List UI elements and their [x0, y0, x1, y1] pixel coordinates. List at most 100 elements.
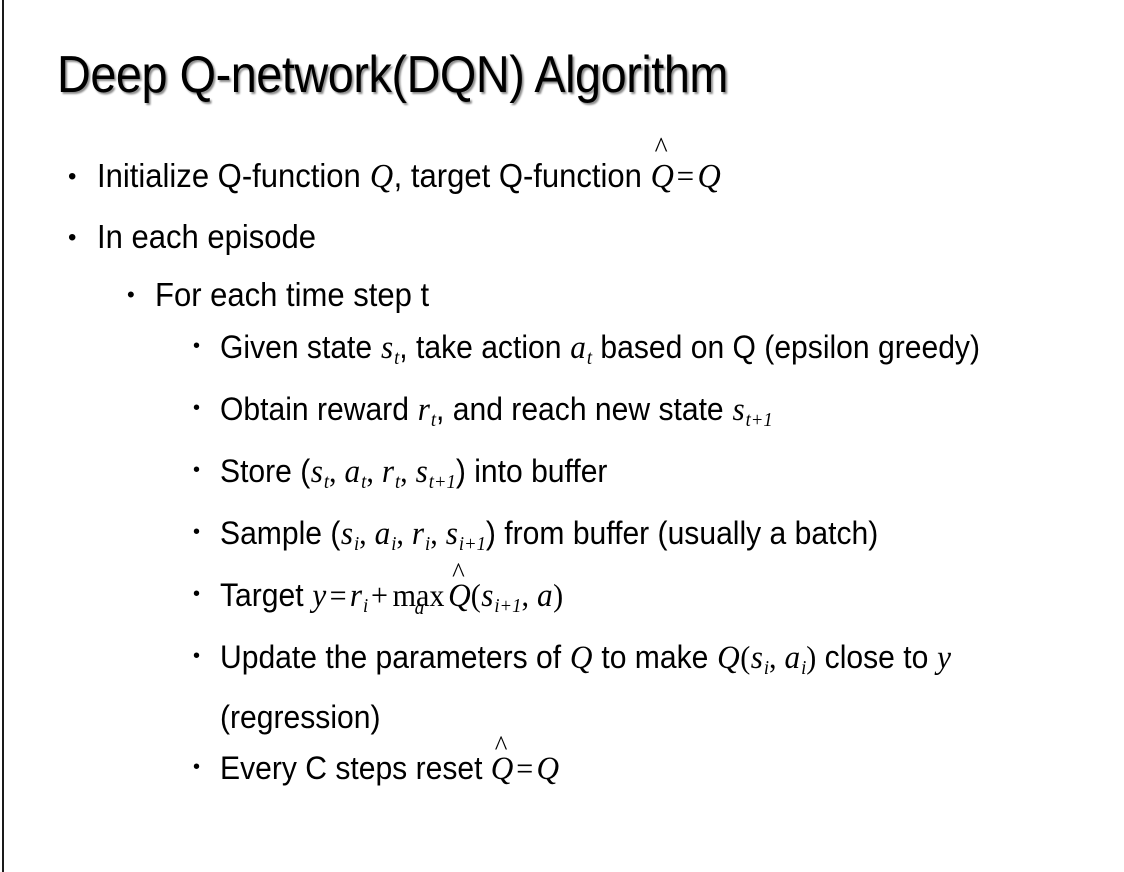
- list-item-text: In each episode: [97, 218, 317, 255]
- slide-left-border: [2, 0, 4, 872]
- math-var-s: s: [732, 390, 745, 428]
- math-subscript: t: [323, 470, 330, 493]
- list-item-text: Given state st, take action at based on …: [220, 323, 1070, 383]
- list-item: • Store (st, at, rt, st+1) into buffer: [0, 447, 1124, 509]
- math-comma: ,: [329, 452, 345, 489]
- math-var-r: r: [349, 576, 363, 614]
- math-var-q-hat: ^Q: [448, 557, 471, 614]
- math-comma: ,: [396, 514, 412, 551]
- math-var-r: r: [381, 452, 395, 490]
- math-var-q: Q: [697, 157, 721, 195]
- math-comma: ,: [359, 514, 375, 551]
- math-paren-close: ): [553, 576, 564, 613]
- math-operator-equals: =: [516, 749, 534, 786]
- list-item: • Given state st, take action at based o…: [0, 323, 1124, 385]
- text-segment: Every C steps reset: [220, 749, 491, 786]
- math-subscript: i: [353, 532, 360, 555]
- slide-body: • Initialize Q-function Q, target Q-func…: [0, 134, 1124, 795]
- math-comma: ,: [400, 452, 416, 489]
- math-subscript: i: [801, 656, 807, 679]
- math-var-r: r: [417, 390, 430, 428]
- math-operator-plus: +: [370, 576, 388, 613]
- text-segment: Initialize Q-function: [97, 157, 370, 194]
- bullet-icon: •: [68, 163, 77, 190]
- math-var-q: Q: [717, 638, 740, 676]
- math-subscript: t: [394, 346, 400, 369]
- math-paren-open: (: [470, 576, 481, 613]
- math-var-q: Q: [536, 749, 560, 787]
- math-operator-equals: =: [676, 159, 695, 195]
- list-item: • In each episode: [0, 207, 1124, 267]
- list-item-text: For each time step t: [155, 276, 430, 313]
- math-var-s: s: [340, 514, 354, 552]
- text-segment: Update the parameters of: [220, 638, 570, 675]
- math-subscript: t: [586, 346, 593, 369]
- math-subscript: t: [361, 470, 367, 493]
- math-var-y: y: [312, 576, 327, 614]
- math-var-q-hat: ^Q: [490, 730, 514, 787]
- math-var-s: s: [310, 452, 323, 490]
- math-subscript: i+1: [458, 532, 486, 555]
- list-item-text: Store (st, at, rt, st+1) into buffer: [220, 447, 1070, 507]
- math-subscript: t+1: [428, 470, 456, 493]
- text-segment: Given state: [220, 329, 381, 365]
- text-segment: (regression): [220, 698, 381, 735]
- math-var-y: y: [937, 638, 952, 676]
- math-var-a: a: [536, 576, 553, 614]
- text-segment: , target Q-function: [393, 157, 651, 194]
- text-segment: Sample (: [220, 514, 341, 551]
- text-segment: , and reach new state: [436, 390, 733, 427]
- math-var-r: r: [411, 514, 425, 552]
- text-segment: based on Q (epsilon greedy): [592, 329, 980, 365]
- bullet-icon: •: [193, 396, 201, 419]
- math-var-s: s: [750, 638, 763, 676]
- list-item-text: Initialize Q-function Q, target Q-functi…: [97, 134, 1062, 207]
- list-item: • For each time step t: [0, 267, 1124, 323]
- bullet-icon: •: [193, 520, 201, 543]
- text-segment: to make: [592, 638, 717, 675]
- math-var-s: s: [380, 329, 394, 366]
- bullet-icon: •: [193, 755, 201, 778]
- math-subscript: i: [425, 532, 431, 555]
- text-segment: , take action: [399, 329, 570, 365]
- math-var-s: s: [481, 576, 494, 614]
- math-paren-open: (: [740, 638, 751, 675]
- math-max-underscript: a: [414, 596, 425, 619]
- math-var-q: Q: [569, 638, 593, 676]
- text-segment: ) from buffer (usually a batch): [485, 514, 879, 551]
- math-var-s: s: [445, 514, 458, 552]
- bullet-icon: •: [193, 458, 201, 481]
- list-item: • Sample (si, ai, ri, si+1) from buffer …: [0, 509, 1124, 571]
- math-subscript: t: [394, 470, 401, 493]
- math-var-a: a: [344, 452, 361, 490]
- math-comma: ,: [366, 452, 382, 489]
- math-subscript: i+1: [494, 594, 522, 617]
- text-segment: close to: [816, 638, 937, 675]
- bullet-icon: •: [193, 644, 201, 667]
- list-item-text: Every C steps reset ^Q=Q: [220, 730, 1070, 793]
- list-item: • Initialize Q-function Q, target Q-func…: [0, 134, 1124, 207]
- list-item: • Obtain reward rt, and reach new state …: [0, 385, 1124, 447]
- list-item-text: Obtain reward rt, and reach new state st…: [220, 385, 1070, 445]
- math-max-label: max: [392, 576, 445, 613]
- list-item: • Every C steps reset ^Q=Q: [0, 730, 1124, 795]
- math-subscript: i: [362, 594, 369, 617]
- math-var-a: a: [374, 514, 391, 552]
- math-comma: ,: [430, 514, 446, 551]
- math-var-a: a: [784, 638, 801, 676]
- text-segment: ) into buffer: [455, 452, 608, 489]
- math-subscript: t: [430, 408, 437, 431]
- list-item-text: Sample (si, ai, ri, si+1) from buffer (u…: [220, 509, 1070, 569]
- math-operator-equals: =: [329, 576, 347, 613]
- text-segment: Obtain reward: [220, 390, 418, 427]
- page-title: Deep Q-network(DQN) Algorithm: [57, 46, 728, 104]
- bullet-icon: •: [193, 582, 201, 605]
- bullet-icon: •: [127, 282, 135, 307]
- math-paren-close: ): [806, 638, 817, 675]
- math-var-q: Q: [369, 157, 394, 195]
- math-comma: ,: [521, 576, 537, 613]
- math-var-s: s: [415, 452, 428, 490]
